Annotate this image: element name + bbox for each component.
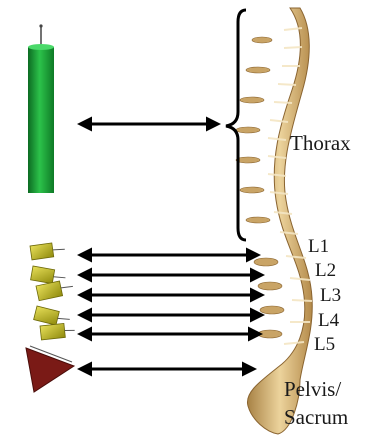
label-pelvis: Pelvis/ bbox=[284, 377, 341, 401]
lumbar-block-icon bbox=[30, 241, 66, 260]
label-l3: L3 bbox=[320, 285, 341, 306]
label-sacrum: Sacrum bbox=[284, 405, 348, 429]
lumbar-block-icon bbox=[40, 322, 75, 339]
green-cylinder-icon bbox=[28, 24, 54, 193]
label-l2: L2 bbox=[315, 260, 336, 281]
label-l5: L5 bbox=[314, 334, 335, 355]
arrows bbox=[80, 124, 262, 369]
label-l1: L1 bbox=[308, 236, 329, 257]
lumbar-block-icon bbox=[31, 266, 67, 286]
thorax-brace bbox=[226, 10, 246, 240]
label-thorax: Thorax bbox=[290, 131, 351, 155]
lumbar-block-stack bbox=[30, 241, 75, 340]
pelvis-wedge-icon bbox=[26, 346, 74, 392]
label-l4: L4 bbox=[318, 310, 340, 331]
